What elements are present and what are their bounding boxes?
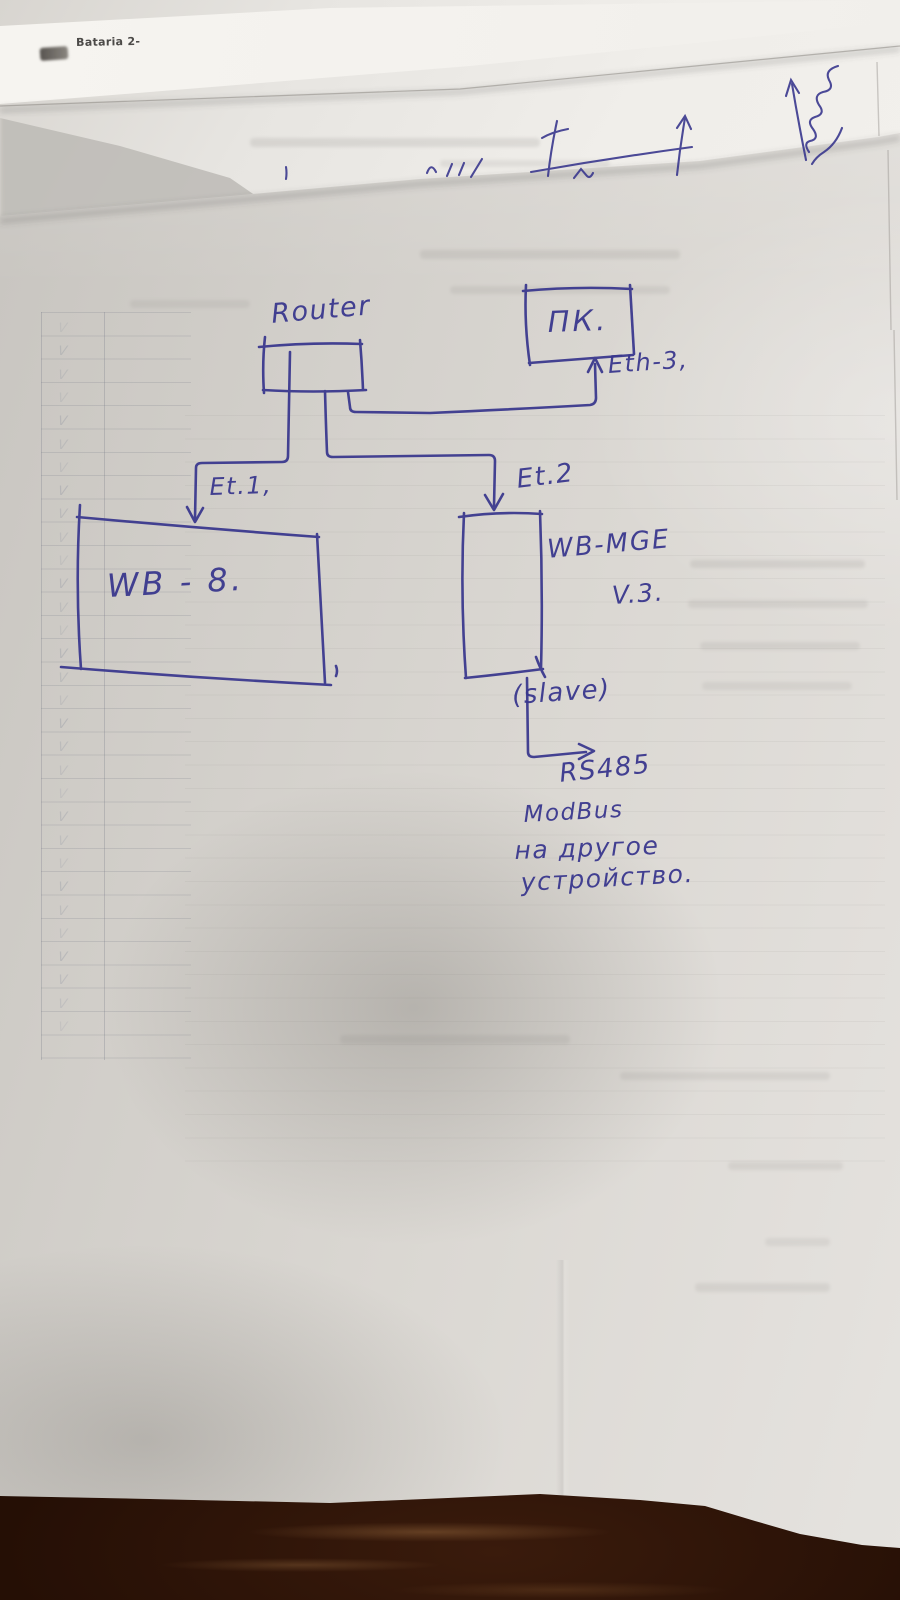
bleed-through-smudge xyxy=(688,600,868,608)
bleed-through-checkmark: V xyxy=(56,530,68,546)
bleed-through-smudge xyxy=(695,1283,830,1292)
bleed-through-smudge xyxy=(702,682,852,690)
underlying-sheet xyxy=(0,0,900,104)
paper-crease xyxy=(556,1260,570,1505)
bleed-through-smudge xyxy=(340,1035,570,1044)
dark-smudge xyxy=(39,46,69,61)
bleed-through-ruled-lines xyxy=(185,415,885,1165)
bleed-through-smudge xyxy=(700,642,860,650)
bleed-through-checkmark: V xyxy=(56,763,68,779)
bleed-through-smudge xyxy=(250,138,540,147)
bleed-through-checkmark: V xyxy=(56,437,68,453)
bleed-through-checkmark: V xyxy=(56,903,68,919)
bleed-through-smudge xyxy=(728,1162,843,1170)
bleed-through-checkmark: V xyxy=(56,600,68,616)
bleed-through-smudge xyxy=(765,1238,830,1246)
bleed-through-checkmark: V xyxy=(56,833,68,849)
bleed-through-smudge xyxy=(450,286,670,294)
bleed-through-table-line xyxy=(41,312,42,1060)
bleed-through-smudge xyxy=(420,250,680,259)
bleed-through-checkmark: V xyxy=(56,367,68,383)
bleed-through-checkmark: V xyxy=(56,996,68,1012)
bleed-through-smudge xyxy=(130,300,250,308)
bleed-through-smudge xyxy=(690,560,865,568)
bleed-through-smudge xyxy=(440,160,610,167)
bleed-through-checkmark: V xyxy=(56,670,68,686)
bleed-through-smudge xyxy=(620,1072,830,1080)
